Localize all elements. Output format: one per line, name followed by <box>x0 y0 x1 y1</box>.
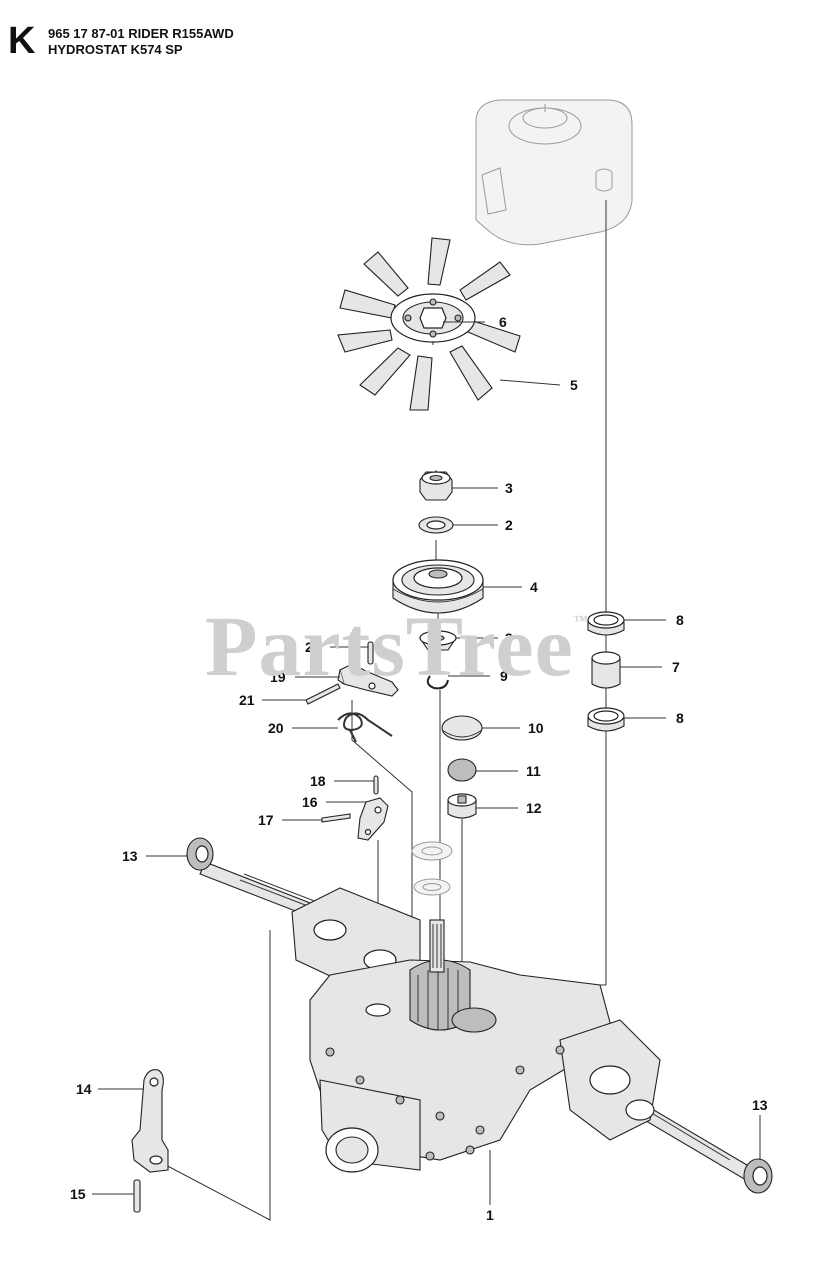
callout-labels: 6 5 3 2 4 3 9 10 11 12 8 7 8 22 19 21 20… <box>70 314 768 1223</box>
callout-9: 9 <box>500 668 508 684</box>
callout-10: 10 <box>528 720 544 736</box>
assembly-line <box>159 930 271 1221</box>
callout-6: 6 <box>499 314 507 330</box>
watermark-trademark: ™ <box>573 614 589 629</box>
part-10-cap <box>441 715 483 741</box>
callout-16: 16 <box>302 794 318 810</box>
part-7-sleeve <box>591 651 621 689</box>
model-title: 965 17 87-01 RIDER R155AWD <box>48 26 234 41</box>
callout-2: 2 <box>505 517 513 533</box>
part-16-control-lever <box>357 797 389 841</box>
callout-18: 18 <box>310 773 326 789</box>
part-17-pin <box>321 813 351 823</box>
section-letter: K <box>8 20 36 62</box>
part-13-seal-right <box>743 1158 773 1194</box>
callout-21: 21 <box>239 692 255 708</box>
callout-7: 7 <box>672 659 680 675</box>
part-18-pin <box>373 775 379 795</box>
ghost-engine <box>475 99 633 246</box>
callout-3-lower: 3 <box>505 630 513 646</box>
part-11-filter <box>447 758 477 782</box>
callout-4: 4 <box>530 579 538 595</box>
part-1-transaxle-housing <box>291 887 661 1173</box>
part-19-control-arm <box>337 663 399 697</box>
assembly-title: HYDROSTAT K574 SP <box>48 42 183 57</box>
part-12-coupler <box>447 793 477 819</box>
callout-5: 5 <box>570 377 578 393</box>
callout-8-lower: 8 <box>676 710 684 726</box>
callout-17: 17 <box>258 812 274 828</box>
callout-14: 14 <box>76 1081 92 1097</box>
callout-19: 19 <box>270 669 286 685</box>
callout-12: 12 <box>526 800 542 816</box>
callout-22: 22 <box>305 639 321 655</box>
part-9-clip <box>426 675 449 690</box>
part-8-clamp-upper <box>587 611 625 636</box>
part-20-spring <box>337 712 393 743</box>
callout-20: 20 <box>268 720 284 736</box>
part-4-pulley <box>392 559 484 614</box>
watermark: PartsTree™ <box>205 596 589 696</box>
part-5-fan <box>337 237 521 411</box>
part-15-pin <box>133 1179 141 1213</box>
callout-8-upper: 8 <box>676 612 684 628</box>
callout-1: 1 <box>486 1207 494 1223</box>
callout-13-left: 13 <box>122 848 138 864</box>
part-22-pin <box>367 641 374 665</box>
callout-3-upper: 3 <box>505 480 513 496</box>
callout-13-right: 13 <box>752 1097 768 1113</box>
callout-15: 15 <box>70 1186 86 1202</box>
part-3-hex-nut <box>419 471 453 501</box>
callout-11: 11 <box>526 763 541 779</box>
part-8-clamp-lower <box>587 707 625 732</box>
part-14-control-arm <box>131 1069 169 1173</box>
assembly-line <box>351 700 413 930</box>
part-21-pin <box>305 683 341 705</box>
leader-lines <box>92 321 761 1205</box>
part-13-seal-left <box>186 837 214 871</box>
part-2-washer <box>418 516 454 534</box>
part-3-cone-washer <box>418 630 458 651</box>
shaft-seal <box>411 841 453 896</box>
watermark-text: PartsTree <box>205 598 574 694</box>
